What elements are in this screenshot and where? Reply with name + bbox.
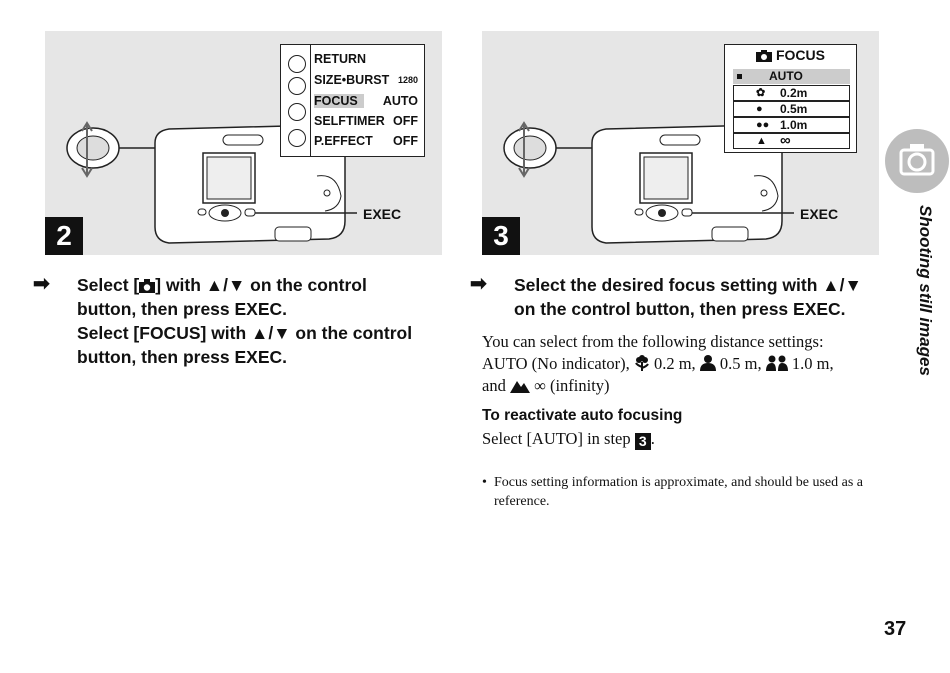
camera-drawing — [503, 121, 794, 244]
subheading: To reactivate auto focusing — [482, 407, 683, 424]
toolbox-icon — [288, 103, 306, 121]
step-number-2: 2 — [45, 217, 83, 255]
two-persons-icon: ●● — [756, 119, 770, 131]
menu-icon-column — [284, 45, 311, 156]
focus-option-auto: AUTO — [733, 69, 850, 84]
arrow-icon: ➡ — [470, 273, 487, 295]
bullet: • — [482, 475, 487, 490]
step-3-instruction: ➡ Select the desired focus setting with … — [470, 273, 862, 319]
exec-label: EXEC — [363, 206, 402, 222]
body-paragraph: You can select from the following distan… — [482, 332, 834, 395]
focus-option-infinity: ▲∞ — [733, 133, 850, 149]
mountain-icon — [509, 381, 530, 393]
step-number-3: 3 — [482, 217, 520, 255]
camera-icon — [756, 50, 773, 62]
focus-menu-title: FOCUS — [725, 47, 856, 63]
memory-stick-icon — [288, 129, 306, 147]
mountain-icon: ▲ — [756, 135, 767, 147]
camera-section-icon — [885, 129, 949, 193]
step-ref-number: 3 — [634, 433, 651, 450]
two-persons-icon — [765, 355, 788, 371]
person-icon — [699, 355, 716, 371]
person-icon: ● — [756, 103, 763, 115]
arrow-icon: ➡ — [33, 273, 50, 295]
frame-icon — [288, 77, 306, 95]
flower-icon — [634, 355, 649, 371]
camera-icon — [139, 279, 156, 293]
focus-option-0-5m: ●0.5m — [733, 101, 850, 117]
camera-mode-icon — [288, 55, 306, 73]
flower-icon: ✿ — [756, 87, 766, 99]
step-3-illustration: EXEC 3 FOCUS AUTO ✿0.2m ●0.5m ●●1.0m ▲∞ — [482, 31, 879, 255]
side-section-label: Shooting still images — [916, 205, 935, 376]
focus-option-1-0m: ●●1.0m — [733, 117, 850, 133]
menu-row-return: RETURN — [314, 52, 367, 66]
focus-option-0-2m: ✿0.2m — [733, 85, 850, 101]
page-number: 37 — [884, 618, 907, 640]
note-text: Focus setting information is approximate… — [494, 475, 863, 509]
exec-label: EXEC — [800, 206, 839, 222]
step-2-instruction: ➡ Select [] with ▲/▼ on the control butt… — [33, 273, 413, 367]
focus-menu: FOCUS AUTO ✿0.2m ●0.5m ●●1.0m ▲∞ — [724, 44, 857, 153]
subheading-text: Select [AUTO] in step 3. — [482, 429, 655, 450]
